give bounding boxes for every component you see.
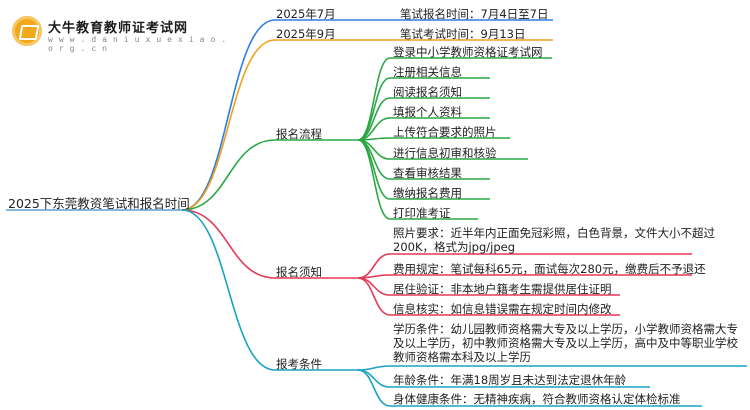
- branch-connector: [181, 139, 276, 211]
- site-url: w w w . d a n i u x u e x i a o . o r g …: [48, 35, 227, 53]
- date-node-september: 2025年9月: [276, 27, 336, 41]
- step-connector: [357, 139, 391, 180]
- notice-item: 照片要求：近半年内正面免冠彩照，白色背景，文件大小不超过200K，格式为jpg/…: [393, 226, 715, 254]
- condition-connector: [357, 369, 391, 407]
- process-step: 上传符合要求的照片: [393, 125, 497, 139]
- book-logo-icon: [12, 16, 42, 46]
- notice-connector: [357, 277, 391, 316]
- condition-connector: [357, 369, 391, 388]
- condition-item: 年龄条件：年满18周岁且未达到法定退休年龄: [393, 373, 627, 387]
- process-step: 查看审核结果: [393, 166, 462, 180]
- notice-item: 居住验证：非本地户籍考生需提供居住证明: [393, 282, 612, 296]
- process-step: 打印准考证: [393, 206, 451, 220]
- notice-connector: [357, 277, 391, 296]
- date-detail-july: 笔试报名时间：7月4日至7日: [400, 7, 549, 21]
- condition-item: 学历条件：幼儿园教师资格需大专及以上学历，小学教师资格需大专及以上学历，初中教师…: [393, 322, 738, 364]
- root-node: 2025下东莞教资笔试和报名时间: [8, 196, 190, 211]
- process-step: 阅读报名须知: [393, 85, 462, 99]
- process-step: 登录中小学教师资格证考试网: [393, 45, 543, 59]
- process-step: 缴纳报名费用: [393, 186, 462, 200]
- date-node-july: 2025年7月: [276, 7, 336, 21]
- site-name: 大牛教育教师证考试网: [48, 21, 189, 36]
- process-step: 填报个人资料: [393, 105, 462, 119]
- branch-conditions: 报考条件: [276, 357, 322, 371]
- step-connector: [357, 139, 391, 220]
- branch-process: 报名流程: [276, 127, 322, 141]
- site-logo: 大牛教育教师证考试网 w w w . d a n i u x u e x i a…: [12, 14, 232, 53]
- branch-connector: [181, 209, 276, 371]
- condition-item: 身体健康条件：无精神疾病，符合教师资格认定体检标准: [393, 392, 681, 406]
- branch-notice: 报名须知: [276, 265, 322, 279]
- step-connector: [357, 77, 391, 141]
- date-detail-september: 笔试考试时间：9月13日: [400, 27, 526, 41]
- process-step: 注册相关信息: [393, 65, 462, 79]
- date-connector: [181, 39, 276, 211]
- process-step: 进行信息初审和核验: [393, 146, 497, 160]
- notice-item: 信息核实：如信息错误需在规定时间内修改: [393, 302, 612, 316]
- branch-connector: [181, 209, 276, 279]
- notice-item: 费用规定：笔试每科65元，面试每次280元，缴费后不予退还: [393, 262, 706, 276]
- condition-connector: [357, 365, 391, 371]
